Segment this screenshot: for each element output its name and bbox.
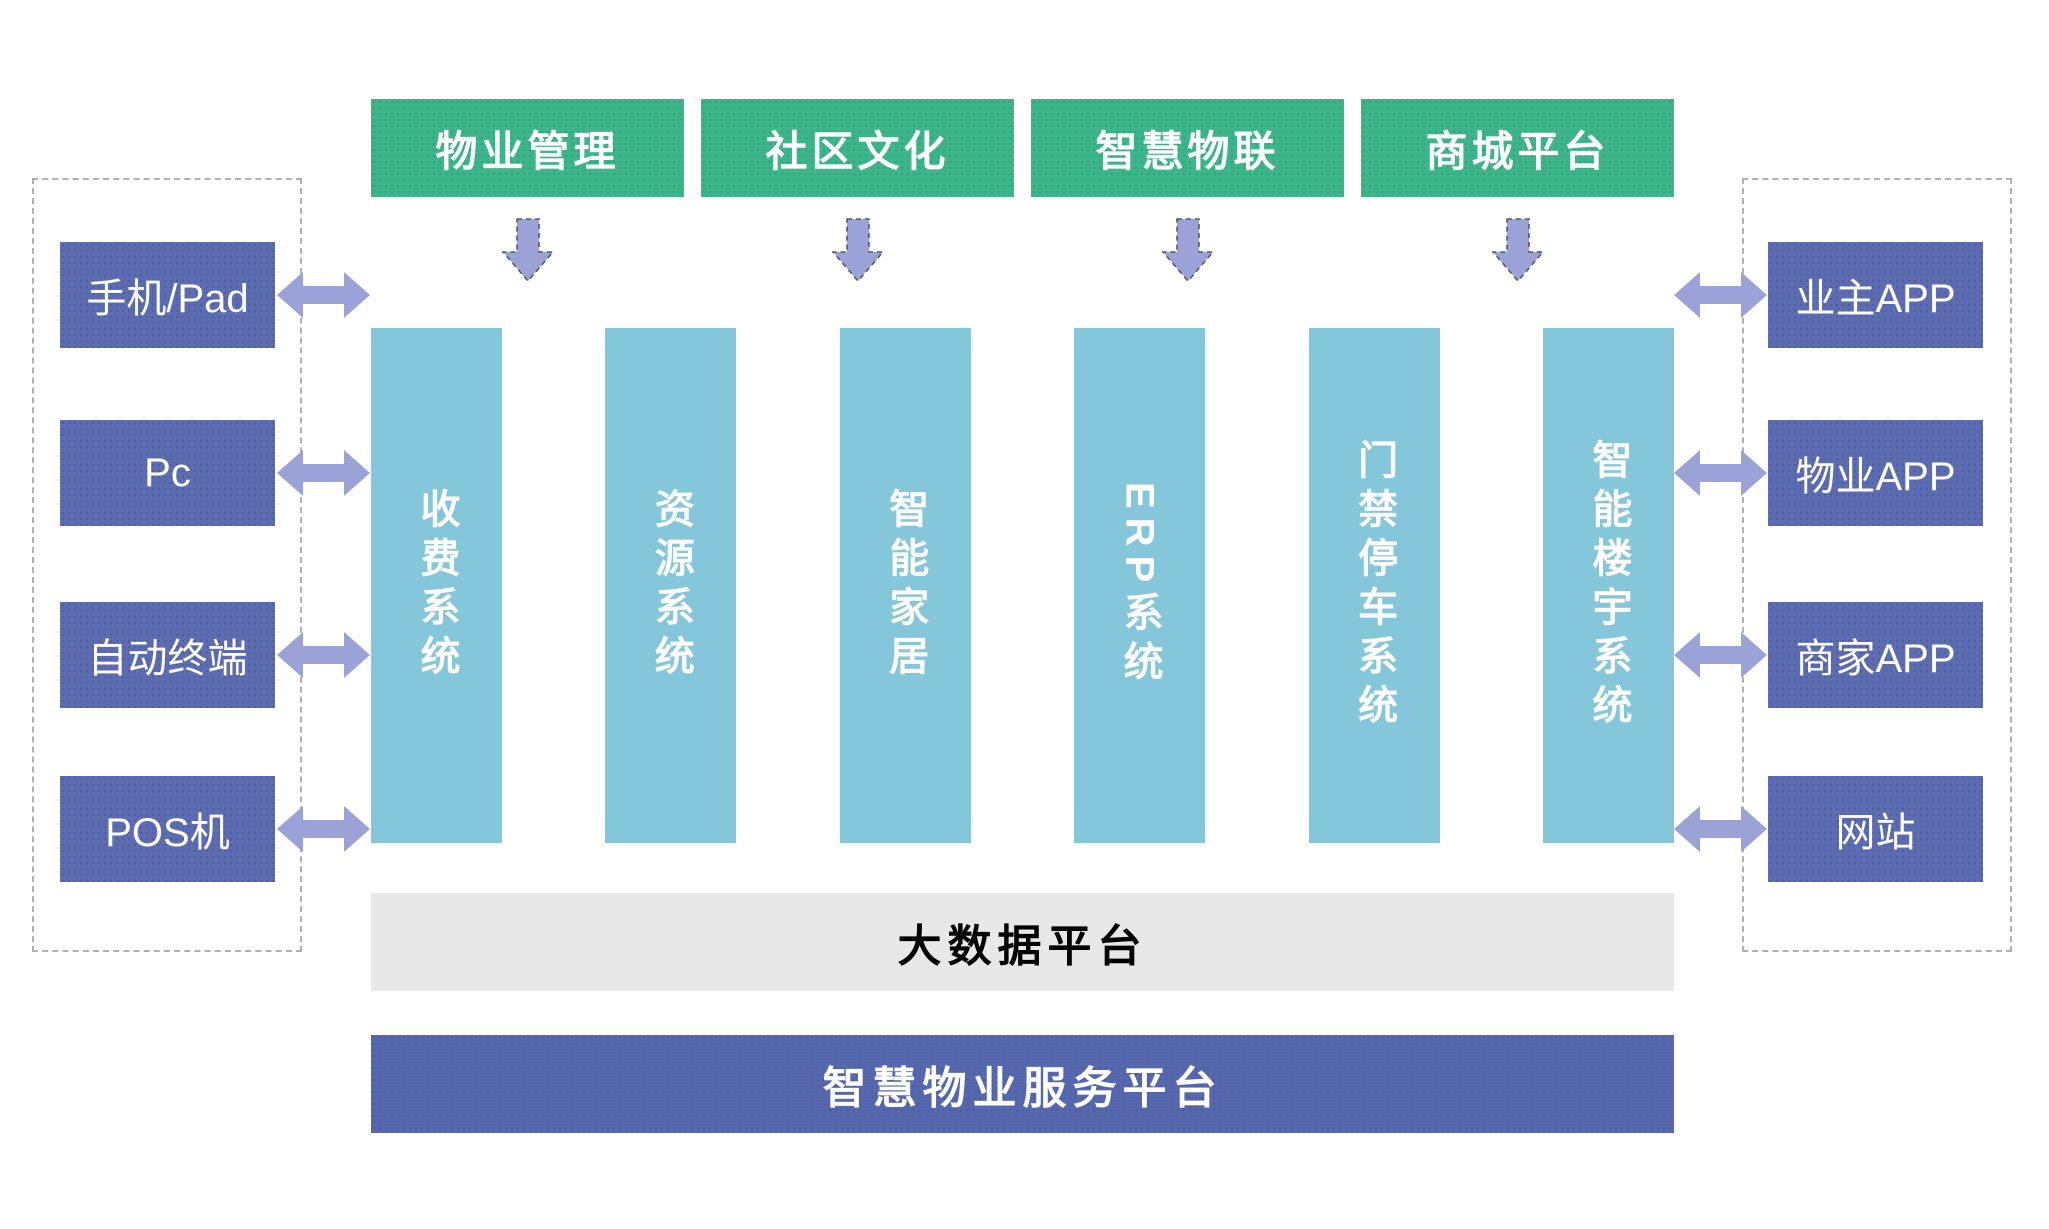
system-column-resource: 资源系统: [605, 328, 737, 843]
big-data-platform-bar: 大数据平台: [371, 893, 1674, 991]
module-label: 社区文化: [765, 127, 950, 175]
terminal-box-mobile-pad: 手机/Pad: [60, 242, 275, 348]
terminal-box-pos: POS机: [60, 776, 275, 882]
down-arrow-cell: [371, 218, 684, 284]
module-box-smart-iot: 智慧物联: [1031, 99, 1344, 197]
down-arrow-icon: [1161, 218, 1214, 282]
left-double-arrow-icon: [277, 272, 370, 318]
system-label: 智能楼宇系统: [1586, 438, 1631, 733]
module-label: 物业管理: [435, 127, 620, 175]
system-column-erp: ERP系统: [1074, 328, 1206, 843]
big-data-platform-label: 大数据平台: [897, 922, 1148, 971]
left-double-arrow-icon: [277, 450, 370, 496]
right-double-arrow-icon: [1674, 272, 1767, 318]
terminal-label: Pc: [144, 450, 191, 495]
system-label: 门禁停车系统: [1352, 438, 1397, 733]
terminal-label: 网站: [1835, 811, 1916, 855]
down-arrow-cell: [701, 218, 1014, 284]
down-arrow-icon: [831, 218, 884, 282]
system-label: 智能家居: [883, 487, 928, 684]
module-box-property-management: 物业管理: [371, 99, 684, 197]
terminal-box-pc: Pc: [60, 420, 275, 526]
system-column-access-parking: 门禁停车系统: [1308, 328, 1440, 843]
smart-property-service-platform-label: 智慧物业服务平台: [822, 1064, 1223, 1113]
right-double-arrow-icon: [1674, 806, 1767, 852]
terminal-box-merchant-app: 商家APP: [1768, 602, 1983, 708]
system-label: 资源系统: [648, 487, 693, 684]
terminal-label: 自动终端: [87, 637, 248, 681]
terminal-label: 业主APP: [1795, 277, 1956, 321]
terminal-label: 手机/Pad: [86, 277, 249, 321]
smart-property-service-platform-bar: 智慧物业服务平台: [371, 1035, 1674, 1133]
right-terminal-group: [1742, 178, 2012, 952]
left-double-arrow-icon: [277, 632, 370, 678]
module-label: 商城平台: [1425, 127, 1610, 175]
system-column-smart-building: 智能楼宇系统: [1542, 328, 1674, 843]
left-terminal-group: [32, 178, 302, 952]
system-column-charging: 收费系统: [371, 328, 502, 843]
right-double-arrow-icon: [1674, 632, 1767, 678]
module-box-mall-platform: 商城平台: [1361, 99, 1674, 197]
module-label: 智慧物联: [1095, 127, 1280, 175]
right-double-arrow-icon: [1674, 450, 1767, 496]
left-double-arrow-icon: [277, 806, 370, 852]
system-label: ERP系统: [1117, 481, 1162, 690]
terminal-box-owner-app: 业主APP: [1768, 242, 1983, 348]
terminal-box-website: 网站: [1768, 776, 1983, 882]
top-module-row: 物业管理 社区文化 智慧物联 商城平台: [371, 99, 1674, 197]
down-arrow-cell: [1361, 218, 1674, 284]
module-box-community-culture: 社区文化: [701, 99, 1014, 197]
down-arrow-icon: [501, 218, 554, 282]
down-arrow-icon: [1491, 218, 1544, 282]
terminal-label: 商家APP: [1795, 637, 1956, 681]
down-arrow-cell: [1031, 218, 1344, 284]
terminal-label: POS机: [105, 811, 230, 855]
system-column-smart-home: 智能家居: [839, 328, 971, 843]
system-label: 收费系统: [414, 487, 459, 684]
down-arrow-row: [371, 218, 1674, 284]
terminal-label: 物业APP: [1795, 455, 1956, 499]
terminal-box-kiosk: 自动终端: [60, 602, 275, 708]
system-columns-row: 收费系统 资源系统 智能家居 ERP系统 门禁停车系统 智能楼宇系统: [371, 328, 1674, 843]
terminal-box-property-app: 物业APP: [1768, 420, 1983, 526]
